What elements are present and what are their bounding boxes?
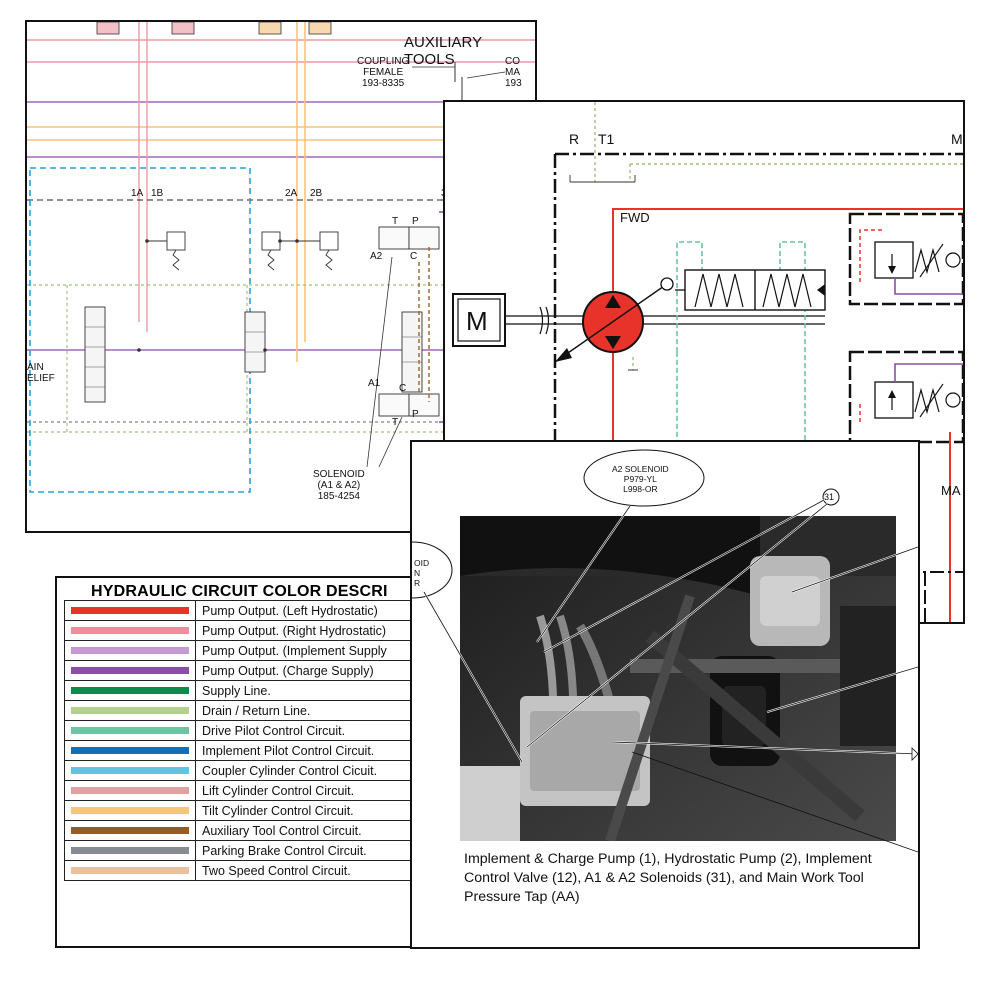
port-c-upper: C (410, 251, 418, 262)
legend-color-bar (71, 667, 189, 674)
legend-label: Lift Cylinder Control Circuit. (195, 780, 433, 801)
legend-table: Pump Output. (Left Hydrostatic)Pump Outp… (64, 600, 433, 881)
legend-swatch (64, 800, 196, 821)
legend-label: Pump Output. (Implement Supply (195, 640, 433, 661)
column-label-1b: 1B (151, 188, 164, 199)
legend-color-bar (71, 827, 189, 834)
main-relief-label: AIN ELIEF (27, 362, 55, 384)
legend-color-bar (71, 607, 189, 614)
legend-label: Auxiliary Tool Control Circuit. (195, 820, 433, 841)
motor-schematic-drawing (452, 102, 963, 622)
legend-color-bar (71, 727, 189, 734)
port-a2: A2 (370, 251, 383, 262)
column-label-2b: 2B (310, 188, 323, 199)
legend-swatch (64, 820, 196, 841)
legend-label: Coupler Cylinder Control Cicuit. (195, 760, 433, 781)
legend-swatch (64, 860, 196, 881)
legend-row: Drive Pilot Control Circuit. (64, 720, 433, 741)
legend-color-bar (71, 687, 189, 694)
legend-swatch (64, 840, 196, 861)
legend-color-bar (71, 627, 189, 634)
color-legend-card: HYDRAULIC CIRCUIT COLOR DESCRI Pump Outp… (55, 576, 439, 948)
legend-swatch (64, 640, 196, 661)
legend-label: Drain / Return Line. (195, 700, 433, 721)
legend-row: Two Speed Control Circuit. (64, 860, 433, 881)
legend-row: Supply Line. (64, 680, 433, 701)
legend-swatch (64, 780, 196, 801)
legend-color-bar (71, 867, 189, 874)
legend-color-bar (71, 807, 189, 814)
legend-label: Pump Output. (Right Hydrostatic) (195, 620, 433, 641)
legend-row: Implement Pilot Control Circuit. (64, 740, 433, 761)
legend-color-bar (71, 707, 189, 714)
port-c-lower: C (399, 383, 407, 394)
legend-row: Pump Output. (Charge Supply) (64, 660, 433, 681)
legend-color-bar (71, 747, 189, 754)
port-a1: A1 (368, 378, 381, 389)
legend-label: Tilt Cylinder Control Circuit. (195, 800, 433, 821)
legend-row: Pump Output. (Left Hydrostatic) (64, 600, 433, 621)
legend-swatch (64, 740, 196, 761)
port-r-label: R (569, 131, 580, 147)
a1-solenoid-callout: OID N R (414, 558, 430, 588)
photo-card: A2 SOLENOID P979-YL L998-OR OID N R 31 I… (410, 440, 920, 949)
legend-label: Drive Pilot Control Circuit. (195, 720, 433, 741)
legend-row: Coupler Cylinder Control Cicuit. (64, 760, 433, 781)
solenoid-a1-a2-label: SOLENOID (A1 & A2) 185-4254 (313, 469, 365, 502)
legend-label: Pump Output. (Charge Supply) (195, 660, 433, 681)
port-t-upper: T (392, 216, 399, 227)
legend-row: Drain / Return Line. (64, 700, 433, 721)
photo-caption: Implement & Charge Pump (1), Hydrostatic… (464, 851, 872, 905)
legend-swatch (64, 600, 196, 621)
motor-label: M (466, 306, 488, 336)
legend-swatch (64, 620, 196, 641)
legend-row: Lift Cylinder Control Circuit. (64, 780, 433, 801)
legend-swatch (64, 700, 196, 721)
legend-label: Supply Line. (195, 680, 433, 701)
hydraulic-pump-photo (460, 516, 896, 841)
legend-label: Pump Output. (Left Hydrostatic) (195, 600, 433, 621)
legend-title: HYDRAULIC CIRCUIT COLOR DESCRI (91, 583, 388, 600)
legend-swatch (64, 680, 196, 701)
column-label-2a: 2A (285, 188, 298, 199)
legend-swatch (64, 720, 196, 741)
port-t1-label: T1 (598, 131, 615, 147)
column-label-1a: 1A (131, 188, 144, 199)
ma-label: MA (941, 483, 961, 498)
legend-row: Auxiliary Tool Control Circuit. (64, 820, 433, 841)
legend-row: Parking Brake Control Circuit. (64, 840, 433, 861)
legend-color-bar (71, 787, 189, 794)
legend-color-bar (71, 647, 189, 654)
coupling-female-label: COUPLING FEMALE 193-8335 (357, 56, 410, 89)
legend-row: Pump Output. (Implement Supply (64, 640, 433, 661)
port-p-lower: P (412, 409, 419, 420)
item-number-31: 31 (824, 492, 835, 502)
port-m-label: M (951, 131, 963, 147)
legend-row: Tilt Cylinder Control Circuit. (64, 800, 433, 821)
legend-label: Two Speed Control Circuit. (195, 860, 433, 881)
legend-label: Implement Pilot Control Circuit. (195, 740, 433, 761)
fwd-label: FWD (620, 210, 650, 225)
legend-color-bar (71, 767, 189, 774)
legend-row: Pump Output. (Right Hydrostatic) (64, 620, 433, 641)
auxiliary-tools-title: AUXILIARY TOOLS (404, 34, 482, 68)
coupling-male-label: CO MA 193 (505, 56, 522, 89)
legend-color-bar (71, 847, 189, 854)
port-p-upper: P (412, 216, 419, 227)
legend-label: Parking Brake Control Circuit. (195, 840, 433, 861)
port-t-lower: T (392, 417, 399, 428)
legend-swatch (64, 760, 196, 781)
a2-solenoid-callout: A2 SOLENOID P979-YL L998-OR (612, 464, 669, 494)
legend-swatch (64, 660, 196, 681)
